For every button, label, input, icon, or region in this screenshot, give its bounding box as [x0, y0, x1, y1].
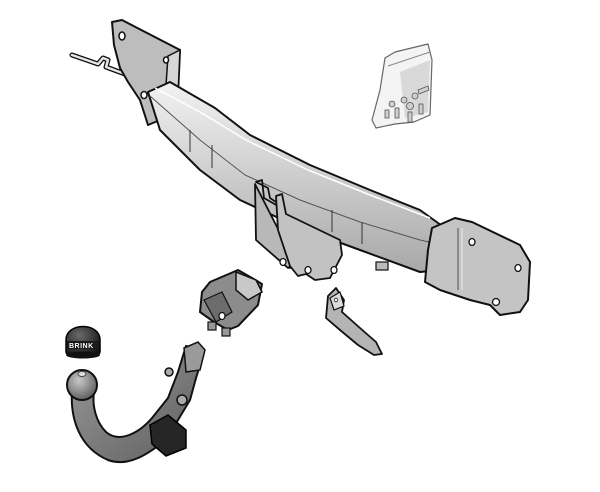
tow-ball	[66, 369, 98, 401]
tow-ball-neck	[70, 341, 206, 464]
socket-plate	[199, 269, 263, 337]
center-plates	[254, 179, 343, 281]
brand-label: BRINK	[69, 343, 94, 350]
key-rod	[69, 52, 128, 77]
fastener-bag	[371, 43, 433, 129]
right-bracket	[424, 217, 531, 316]
clip-bracket	[325, 287, 383, 356]
ball-cap: BRINK	[65, 325, 101, 359]
